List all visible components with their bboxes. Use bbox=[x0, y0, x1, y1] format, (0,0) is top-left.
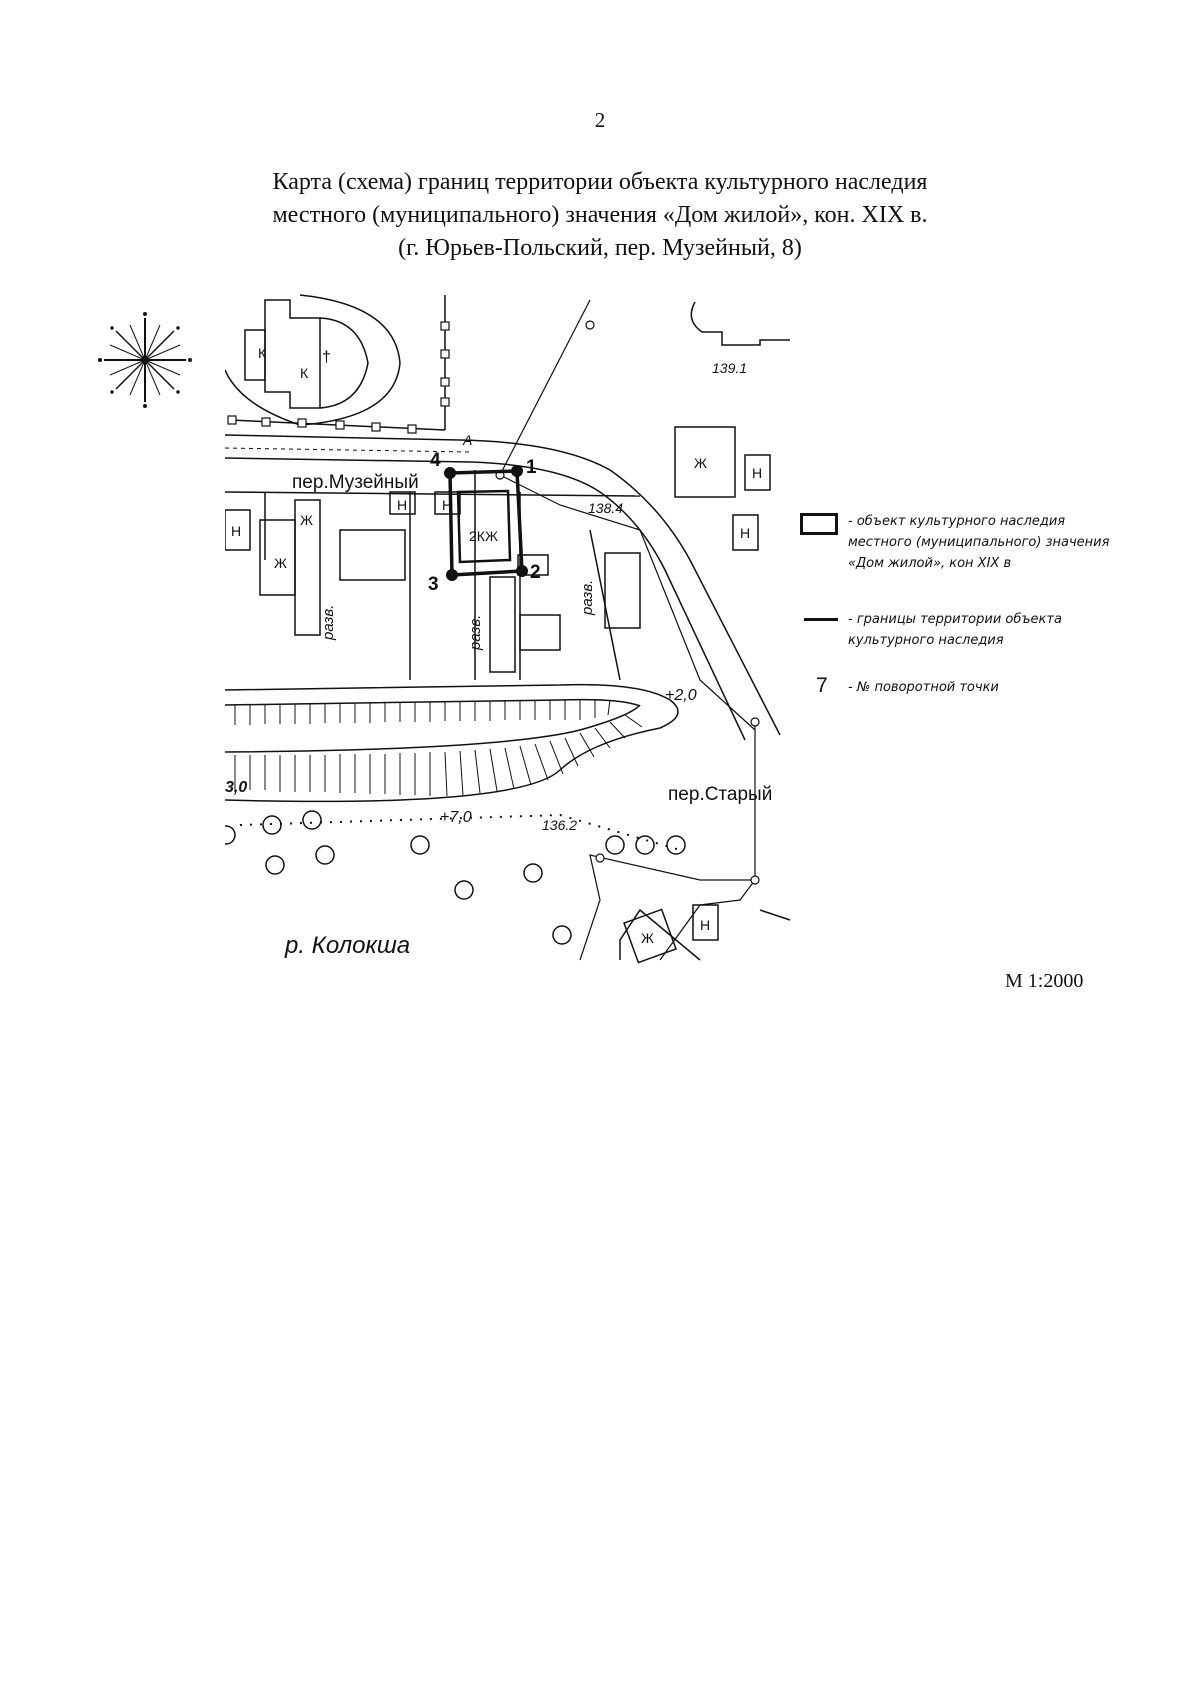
page-number: 2 bbox=[594, 108, 606, 132]
elevation-136-2: 136.2 bbox=[542, 817, 577, 833]
building-label-2kzh: 2КЖ bbox=[469, 528, 498, 544]
church-cross: † bbox=[322, 349, 331, 366]
legend-item-turning-point: 7 - № поворотной точки bbox=[800, 674, 999, 698]
legend-item1-line1: - объект культурного наследия bbox=[848, 514, 1066, 529]
building-mark-n5: Н bbox=[740, 525, 750, 541]
page-title: Карта (схема) границ территории объекта … bbox=[0, 166, 1200, 265]
legend-line-symbol bbox=[804, 618, 838, 621]
compass-rose-icon bbox=[98, 312, 192, 408]
elevation-139-1: 139.1 bbox=[712, 360, 747, 376]
elevation-plus-7: +7,0 bbox=[440, 809, 472, 826]
river-label: р. Колокша bbox=[284, 932, 410, 959]
building-mark-n6: Н bbox=[700, 917, 710, 933]
building-mark-k1: К bbox=[258, 345, 267, 361]
turning-point-1 bbox=[511, 465, 523, 477]
letter-a: А bbox=[462, 432, 472, 448]
legend-item-heritage-object: - объект культурного наследия местного (… bbox=[800, 511, 1109, 574]
building-mark-zh1: Ж bbox=[300, 512, 313, 528]
turning-point-label-1: 1 bbox=[526, 457, 537, 478]
legend-item2-line1: - границы территории объекта bbox=[848, 612, 1062, 627]
title-line-2: местного (муниципального) значения «Дом … bbox=[272, 202, 928, 228]
map-scale: М 1:2000 bbox=[1005, 970, 1084, 992]
legend-item1-line3: «Дом жилой», кон XIX в bbox=[848, 556, 1012, 571]
elevation-138-4: 138.4 bbox=[588, 500, 623, 516]
legend-item1-line2: местного (муниципального) значения bbox=[848, 535, 1110, 550]
building-mark-n1: Н bbox=[231, 523, 241, 539]
building-mark-k2: К bbox=[300, 365, 309, 381]
legend-box-symbol bbox=[800, 513, 838, 535]
elevation-3: 3,0 bbox=[225, 779, 247, 796]
street-label-stary: пер.Старый bbox=[668, 784, 772, 805]
razv-label-3: разв. bbox=[579, 580, 596, 616]
legend-item3-text: - № поворотной точки bbox=[848, 680, 999, 695]
legend-item-boundary: - границы территории объекта культурного… bbox=[800, 609, 1062, 651]
building-mark-n4: Н bbox=[752, 465, 762, 481]
building-mark-n3: Н bbox=[442, 497, 452, 513]
turning-point-3 bbox=[446, 569, 458, 581]
turning-point-label-3: 3 bbox=[428, 574, 439, 595]
legend-number-symbol: 7 bbox=[816, 674, 828, 697]
turning-point-4 bbox=[444, 467, 456, 479]
title-line-1: Карта (схема) границ территории объекта … bbox=[272, 169, 928, 195]
turning-point-2 bbox=[516, 565, 528, 577]
legend-item2-line2: культурного наследия bbox=[848, 633, 1004, 648]
heritage-boundary bbox=[444, 465, 528, 581]
building-mark-zh4: Ж bbox=[641, 930, 654, 946]
elevation-plus-2: +2,0 bbox=[665, 687, 697, 704]
building-mark-zh2: Ж bbox=[274, 555, 287, 571]
street-label-muzeyny: пер.Музейный bbox=[292, 472, 419, 493]
title-line-3: (г. Юрьев-Польский, пер. Музейный, 8) bbox=[398, 235, 802, 261]
building-mark-zh3: Ж bbox=[694, 455, 707, 471]
building-mark-n2: Н bbox=[397, 497, 407, 513]
razv-label-1: разв. bbox=[320, 605, 337, 641]
razv-label-2: разв. bbox=[467, 615, 484, 651]
turning-point-label-4: 4 bbox=[430, 450, 441, 471]
turning-point-label-2: 2 bbox=[530, 562, 541, 583]
